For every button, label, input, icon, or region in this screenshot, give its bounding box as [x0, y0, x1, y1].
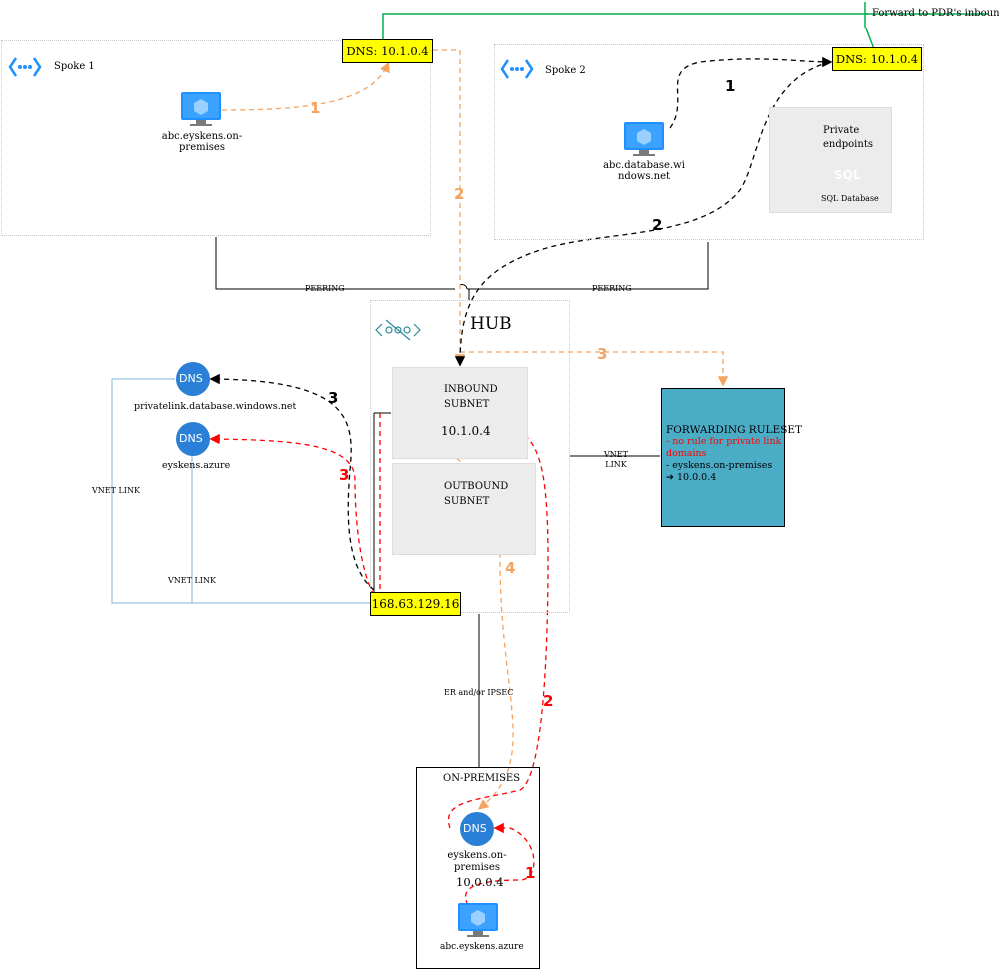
callout-label: Forward to PDR's inbound [872, 8, 999, 19]
hub-container [370, 300, 570, 613]
outbound-subnet[interactable] [392, 463, 536, 555]
black-flow [209, 56, 833, 591]
spoke1-container [1, 40, 431, 236]
step-spoke1-1: 1 [310, 99, 321, 117]
dns-zone1-icon-text: DNS [179, 372, 203, 385]
er-ipsec-label: ER and/or IPSEC [444, 688, 514, 697]
private-endpoints-box [769, 107, 892, 213]
spoke2-vnet-icon [500, 59, 534, 79]
peering-right-label: PEERING [592, 284, 632, 293]
hub-label: HUB [470, 314, 512, 334]
zone2-label: eyskens.azure [162, 460, 231, 471]
sql-icon-text: SQL [834, 168, 861, 182]
spoke2-label: Spoke 2 [545, 65, 586, 76]
step-orange-3: 3 [597, 345, 608, 363]
dns-onprem-icon [460, 812, 494, 846]
step-spoke2-2: 2 [652, 216, 663, 234]
step-orange-4: 4 [505, 559, 516, 577]
step-spoke2-1: 1 [725, 77, 736, 95]
spoke1-vm-label: abc.eyskens.on-premises [161, 131, 243, 153]
vnet-link-label-2: VNET LINK [168, 576, 216, 585]
forwarding-ruleset[interactable] [661, 388, 785, 527]
step-orange-2: 2 [454, 185, 465, 203]
dns-onprem-icon-text: DNS [463, 822, 487, 835]
dns-zone1-icon [176, 362, 210, 396]
peering-lines [215, 237, 709, 767]
ruleset-text: FORWARDING RULESET - no rule for private… [666, 424, 803, 483]
onprem-vm-icon [458, 903, 498, 937]
inbound-ip-label: 10.1.0.4 [441, 424, 491, 438]
onprem-title: ON-PREMISES [443, 773, 521, 784]
orange-flow [221, 49, 729, 810]
spoke1-vnet-icon [8, 57, 42, 77]
hub-vnet-icon [375, 319, 421, 341]
spoke2-vm-icon [624, 122, 664, 156]
spoke2-dns-box[interactable]: DNS: 10.1.0.4 [832, 47, 922, 71]
onprem-dns-label: eyskens.on-premises [447, 850, 507, 873]
dns-zone2-icon-text: DNS [179, 432, 203, 445]
step-red-2: 2 [543, 692, 554, 710]
spoke1-label: Spoke 1 [54, 61, 95, 72]
onprem-vm-label: abc.eyskens.azure [440, 942, 524, 952]
step-black-3: 3 [328, 389, 339, 407]
sql-database-label: SQL Database [821, 194, 879, 203]
red-flow [209, 413, 549, 906]
step-red-1: 1 [525, 864, 536, 882]
peering-left-label: PEERING [305, 284, 345, 293]
dns-zone2-icon [176, 422, 210, 456]
vnet-link-label-1: VNET LINK [92, 486, 140, 495]
spoke2-container [494, 44, 924, 240]
inbound-subnet[interactable] [392, 367, 528, 459]
spoke1-vm-icon [181, 92, 221, 126]
azure-dns-box[interactable]: 168.63.129.16 [370, 592, 461, 616]
vnet-link-lines [111, 378, 370, 604]
zone1-label: privatelink.database.windows.net [134, 401, 297, 412]
spoke1-dns-box[interactable]: DNS: 10.1.0.4 [342, 39, 433, 63]
step-red-3: 3 [339, 466, 350, 484]
onprem-dns-ip: 10.0.0.4 [456, 875, 504, 889]
